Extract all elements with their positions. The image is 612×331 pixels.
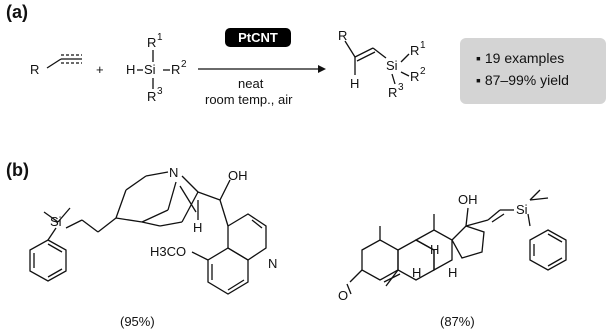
example-2-structure	[346, 189, 567, 295]
silane-r3-label: R	[147, 89, 157, 104]
example-1-structure	[29, 171, 267, 295]
ex2-phenyl-ring	[529, 229, 567, 271]
product-r2-label: R	[410, 69, 420, 84]
example-2-yield: (87%)	[440, 314, 475, 329]
example-1-yield: (95%)	[120, 314, 155, 329]
product-double-1	[354, 47, 374, 58]
product-si-r3	[391, 73, 396, 85]
ex2-ring-a	[361, 239, 399, 281]
product-r1-superscript: 1	[420, 40, 426, 51]
product-si-r1	[400, 53, 410, 63]
summary-yield: ▪ 87–99% yield	[476, 72, 569, 88]
summary-box: ▪ 19 examples ▪ 87–99% yield	[460, 38, 606, 104]
product-r2-superscript: 2	[420, 66, 426, 77]
ex2-ring-d	[451, 225, 485, 259]
product-r-label: R	[338, 28, 348, 43]
alkyne-bond	[46, 58, 62, 69]
ex1-benzo-ring	[207, 247, 249, 295]
condition-neat: neat	[238, 76, 264, 91]
ex2-oh-label: OH	[458, 192, 478, 207]
ex2-h-label-2: H	[412, 265, 422, 280]
ex2-o-label: O	[338, 288, 349, 303]
ex2-h-label-1: H	[430, 242, 440, 257]
silane-r2-label: R	[171, 62, 181, 77]
silane-h-label: H	[126, 62, 136, 77]
product-r-bond	[344, 40, 356, 58]
product-si-bond	[372, 47, 387, 59]
ex1-oh-label: OH	[228, 168, 248, 183]
catalyst-badge: PtCNT	[225, 28, 291, 47]
product-r3-label: R	[388, 85, 398, 100]
reaction-arrow-head	[318, 65, 326, 73]
ex1-n-ring-label: N	[268, 256, 278, 271]
product-double-2	[356, 51, 376, 62]
silane-r3-superscript: 3	[157, 86, 163, 97]
ex1-si-label: Si	[50, 214, 62, 229]
silane-si-label: Si	[144, 62, 156, 77]
summary-examples: ▪ 19 examples	[476, 50, 565, 66]
product-si-label: Si	[386, 58, 398, 73]
ex1-phenyl-ring	[29, 239, 67, 282]
plus-sign: +	[96, 62, 104, 77]
silane-r1-label: R	[147, 35, 157, 50]
silane-r1-superscript: 1	[157, 32, 163, 43]
product-r3-superscript: 3	[398, 82, 404, 93]
product-r1-label: R	[410, 43, 420, 58]
ex1-h-label: H	[193, 220, 203, 235]
ex2-h-label-3: H	[448, 265, 458, 280]
condition-temperature: room temp., air	[205, 92, 293, 107]
panel-a-label: (a)	[6, 2, 28, 22]
alkyne-r-label: R	[30, 62, 40, 77]
product-si-r2	[400, 71, 410, 77]
ex1-methoxy-label: H3CO	[150, 244, 187, 259]
ex1-pyridine-ring	[227, 213, 267, 261]
silane-r2-superscript: 2	[181, 59, 187, 70]
ex2-si-label: Si	[516, 202, 528, 217]
product-h-label: H	[350, 76, 360, 91]
ex1-n-bridge-label: N	[169, 165, 179, 180]
panel-b-label: (b)	[6, 160, 29, 180]
